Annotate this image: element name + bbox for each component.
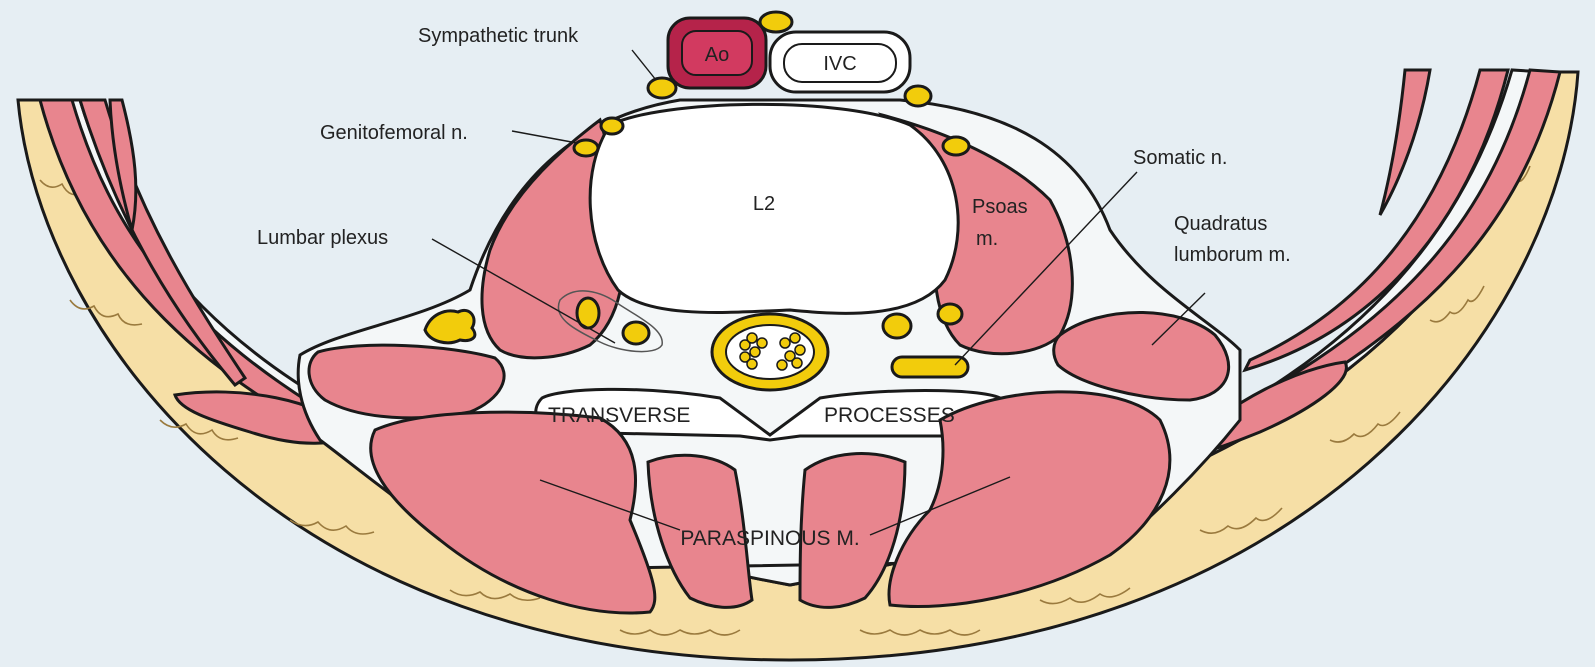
somatic-nerve-label: Somatic n.: [1133, 147, 1227, 169]
right-lumbar-root-b: [938, 304, 962, 324]
sympathetic-trunk-top: [760, 12, 792, 32]
transverse-label: TRANSVERSE: [548, 404, 690, 427]
somatic-nerve: [892, 357, 968, 377]
right-abdominal-wall-muscle-inner: [1380, 70, 1430, 215]
lumbar-plexus-label: Lumbar plexus: [257, 227, 388, 249]
genitofemoral-nerve-b: [574, 140, 598, 156]
genitofemoral-label: Genitofemoral n.: [320, 122, 468, 144]
paraspinous-label: PARASPINOUS M.: [680, 527, 859, 550]
sympathetic-trunk-label: Sympathetic trunk: [418, 25, 579, 47]
ivc-label: IVC: [823, 53, 856, 75]
quadratus-label-2: lumborum m.: [1174, 244, 1291, 266]
genitofemoral-nerve-a: [601, 118, 623, 134]
genitofemoral-nerve-right: [943, 137, 969, 155]
right-lumbar-root-a: [883, 314, 911, 338]
psoas-label: Psoas: [972, 196, 1028, 218]
psoas-label-m: m.: [976, 228, 998, 250]
genitofemoral-leader: [512, 131, 577, 143]
l2-label: L2: [753, 193, 775, 215]
sympathetic-trunk-leader: [632, 50, 656, 80]
lumbar-plexus-root-b: [623, 322, 649, 344]
aorta-label: Ao: [705, 44, 729, 66]
left-quadratus-lumborum-muscle: [309, 345, 504, 418]
processes-label: PROCESSES: [824, 404, 955, 427]
sympathetic-trunk-right: [905, 86, 931, 106]
quadratus-label: Quadratus: [1174, 213, 1267, 235]
sympathetic-trunk-left: [648, 78, 676, 98]
